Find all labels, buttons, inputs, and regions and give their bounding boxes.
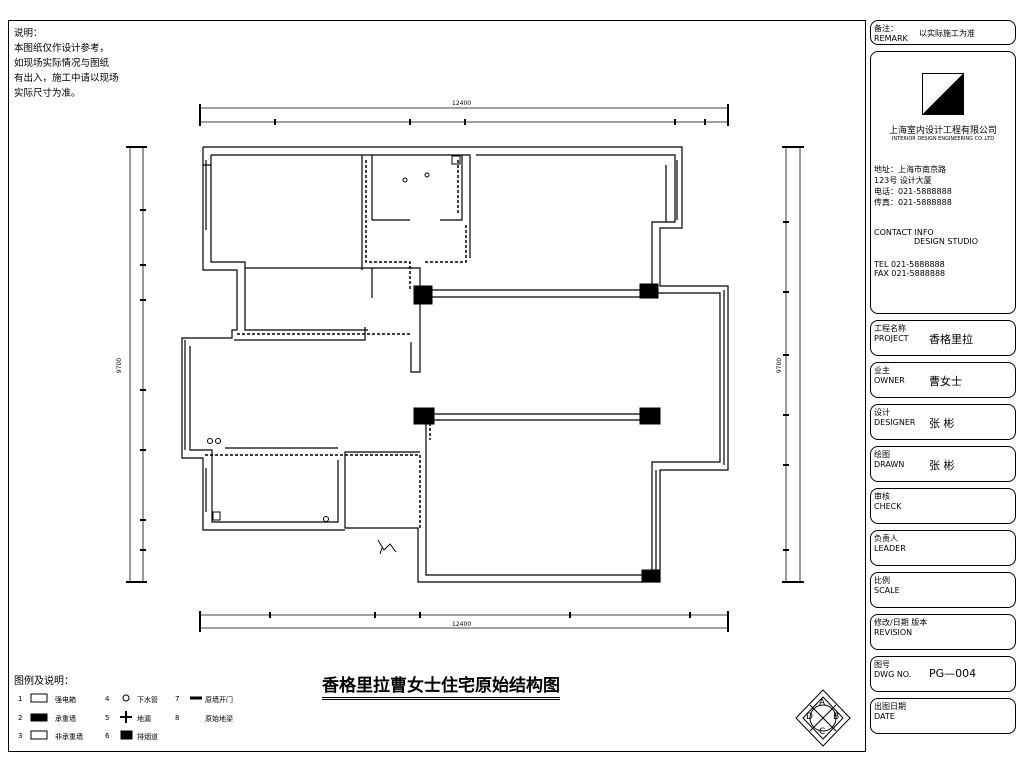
compass-label-a: A — [819, 698, 826, 708]
field-label: 图号 — [874, 660, 890, 669]
legend-label: 排烟道 — [137, 733, 158, 741]
fixtures — [207, 155, 461, 555]
contact-line: FAX 021-5888888 — [874, 269, 946, 278]
title-block: 备注： REMARK 以实际施工为准 上海室内设计工程有限公司 INTERIOR… — [870, 20, 1016, 740]
field-label-en: OWNER — [874, 376, 905, 385]
contact-line: DESIGN STUDIO — [914, 237, 979, 246]
remark-box: 备注： REMARK 以实际施工为准 — [870, 20, 1016, 45]
legend-num: 8 — [175, 714, 180, 722]
field-label-en: DATE — [874, 712, 895, 721]
legend-num: 3 — [18, 732, 23, 740]
drawing-title: 香格里拉曹女士住宅原始结构图 — [322, 671, 560, 700]
compass-label-b: B — [833, 712, 840, 722]
field-label: 设计 — [874, 408, 890, 417]
title-field-box: 审核 CHECK — [870, 488, 1016, 524]
field-label: 比例 — [874, 576, 890, 585]
note-line: 实际尺寸为准。 — [14, 88, 81, 99]
legend-num: 4 — [105, 695, 110, 703]
dim-left-total: 9700 — [116, 357, 124, 374]
title-field-box: 比例 SCALE — [870, 572, 1016, 608]
legend-label: 原始地梁 — [205, 715, 233, 723]
field-label-en: DESIGNER — [874, 418, 916, 427]
title-field-box: 负责人 LEADER — [870, 530, 1016, 566]
dim-top-total: 12400 — [452, 100, 472, 107]
dim-right-total: 9700 — [776, 357, 784, 374]
field-value: 张 彬 — [929, 417, 955, 430]
field-value: 张 彬 — [929, 459, 955, 472]
field-value: 香格里拉 — [929, 333, 973, 346]
field-label: 负责人 — [874, 534, 898, 543]
beam-dashed-lines — [205, 160, 467, 530]
field-label: 工程名称 — [874, 324, 906, 333]
company-box: 上海室内设计工程有限公司 INTERIOR DESIGN ENGINEERING… — [870, 51, 1016, 314]
company-name-en: INTERIOR DESIGN ENGINEERING CO.,LTD — [891, 136, 995, 142]
note-line: 如现场实际情况与图纸 — [14, 58, 110, 69]
title-field-box: 出图日期 DATE — [870, 698, 1016, 734]
dimension-lines — [126, 104, 804, 632]
note-line: 说明： — [14, 28, 43, 39]
legend-label: 地漏 — [137, 715, 151, 723]
field-label: 绘图 — [874, 450, 890, 459]
remark-en: REMARK — [874, 34, 908, 43]
legend-num: 2 — [18, 714, 23, 722]
field-label-en: CHECK — [874, 502, 902, 511]
dim-bottom-total: 12400 — [452, 621, 472, 628]
field-label: 出图日期 — [874, 702, 906, 711]
address-line: 123号 设计大厦 — [874, 176, 932, 185]
legend-num: 7 — [175, 695, 180, 703]
structural-columns — [413, 283, 661, 583]
title-field-box: 修改/日期 版本 REVISION — [870, 614, 1016, 650]
title-field-box: 绘图 DRAWN 张 彬 — [870, 446, 1016, 482]
address-line: 地址：上海市南京路 — [874, 165, 946, 174]
legend-label: 下水管 — [137, 696, 158, 704]
field-label-en: LEADER — [874, 544, 906, 553]
field-label-en: PROJECT — [874, 334, 909, 343]
field-label: 修改/日期 版本 — [874, 618, 928, 627]
legend-label: 强电箱 — [55, 696, 76, 704]
compass-label-c: C — [819, 727, 826, 737]
legend-num: 6 — [105, 732, 110, 740]
notes: 说明： 本图纸仅作设计参考， 如现场实际情况与图纸 有出入，施工中请以现场 实际… — [14, 26, 119, 101]
address-line: 传真：021-5888888 — [874, 198, 952, 207]
title-field-box: 设计 DESIGNER 张 彬 — [870, 404, 1016, 440]
contact-line: CONTACT INFO — [874, 228, 934, 237]
remark-label: 备注： — [874, 24, 898, 33]
drawing-frame — [8, 20, 866, 752]
remark-value: 以实际施工为准 — [919, 29, 975, 38]
note-line: 本图纸仅作设计参考， — [14, 43, 110, 54]
note-line: 有出入，施工中请以现场 — [14, 73, 119, 84]
legend-heading: 图例及说明： — [14, 676, 74, 687]
legend-num: 1 — [18, 695, 23, 703]
legend-label: 原墙开门 — [205, 696, 233, 704]
company-logo — [922, 73, 964, 115]
address-line: 电话：021-5888888 — [874, 187, 952, 196]
title-field-box: 业主 OWNER 曹女士 — [870, 362, 1016, 398]
field-label-en: SCALE — [874, 586, 900, 595]
field-value: PG—004 — [929, 667, 977, 680]
compass-label-d: D — [806, 712, 813, 722]
field-label-en: REVISION — [874, 628, 913, 637]
legend: 图例及说明： — [14, 672, 74, 695]
walls — [181, 146, 729, 583]
field-value: 曹女士 — [929, 375, 962, 388]
legend-num: 5 — [105, 714, 110, 722]
title-field-box: 图号 DWG NO. PG—004 — [870, 656, 1016, 692]
field-label: 审核 — [874, 492, 890, 501]
contact-line: TEL 021-5888888 — [874, 260, 945, 269]
title-field-box: 工程名称 PROJECT 香格里拉 — [870, 320, 1016, 356]
field-label-en: DWG NO. — [874, 670, 912, 679]
legend-label: 承重墙 — [55, 715, 76, 723]
compass-symbol — [795, 689, 851, 747]
field-label-en: DRAWN — [874, 460, 905, 469]
company-name: 上海室内设计工程有限公司 — [888, 126, 997, 136]
legend-label: 非承重墙 — [55, 733, 83, 741]
legend-symbols — [30, 693, 202, 740]
field-label: 业主 — [874, 366, 890, 375]
